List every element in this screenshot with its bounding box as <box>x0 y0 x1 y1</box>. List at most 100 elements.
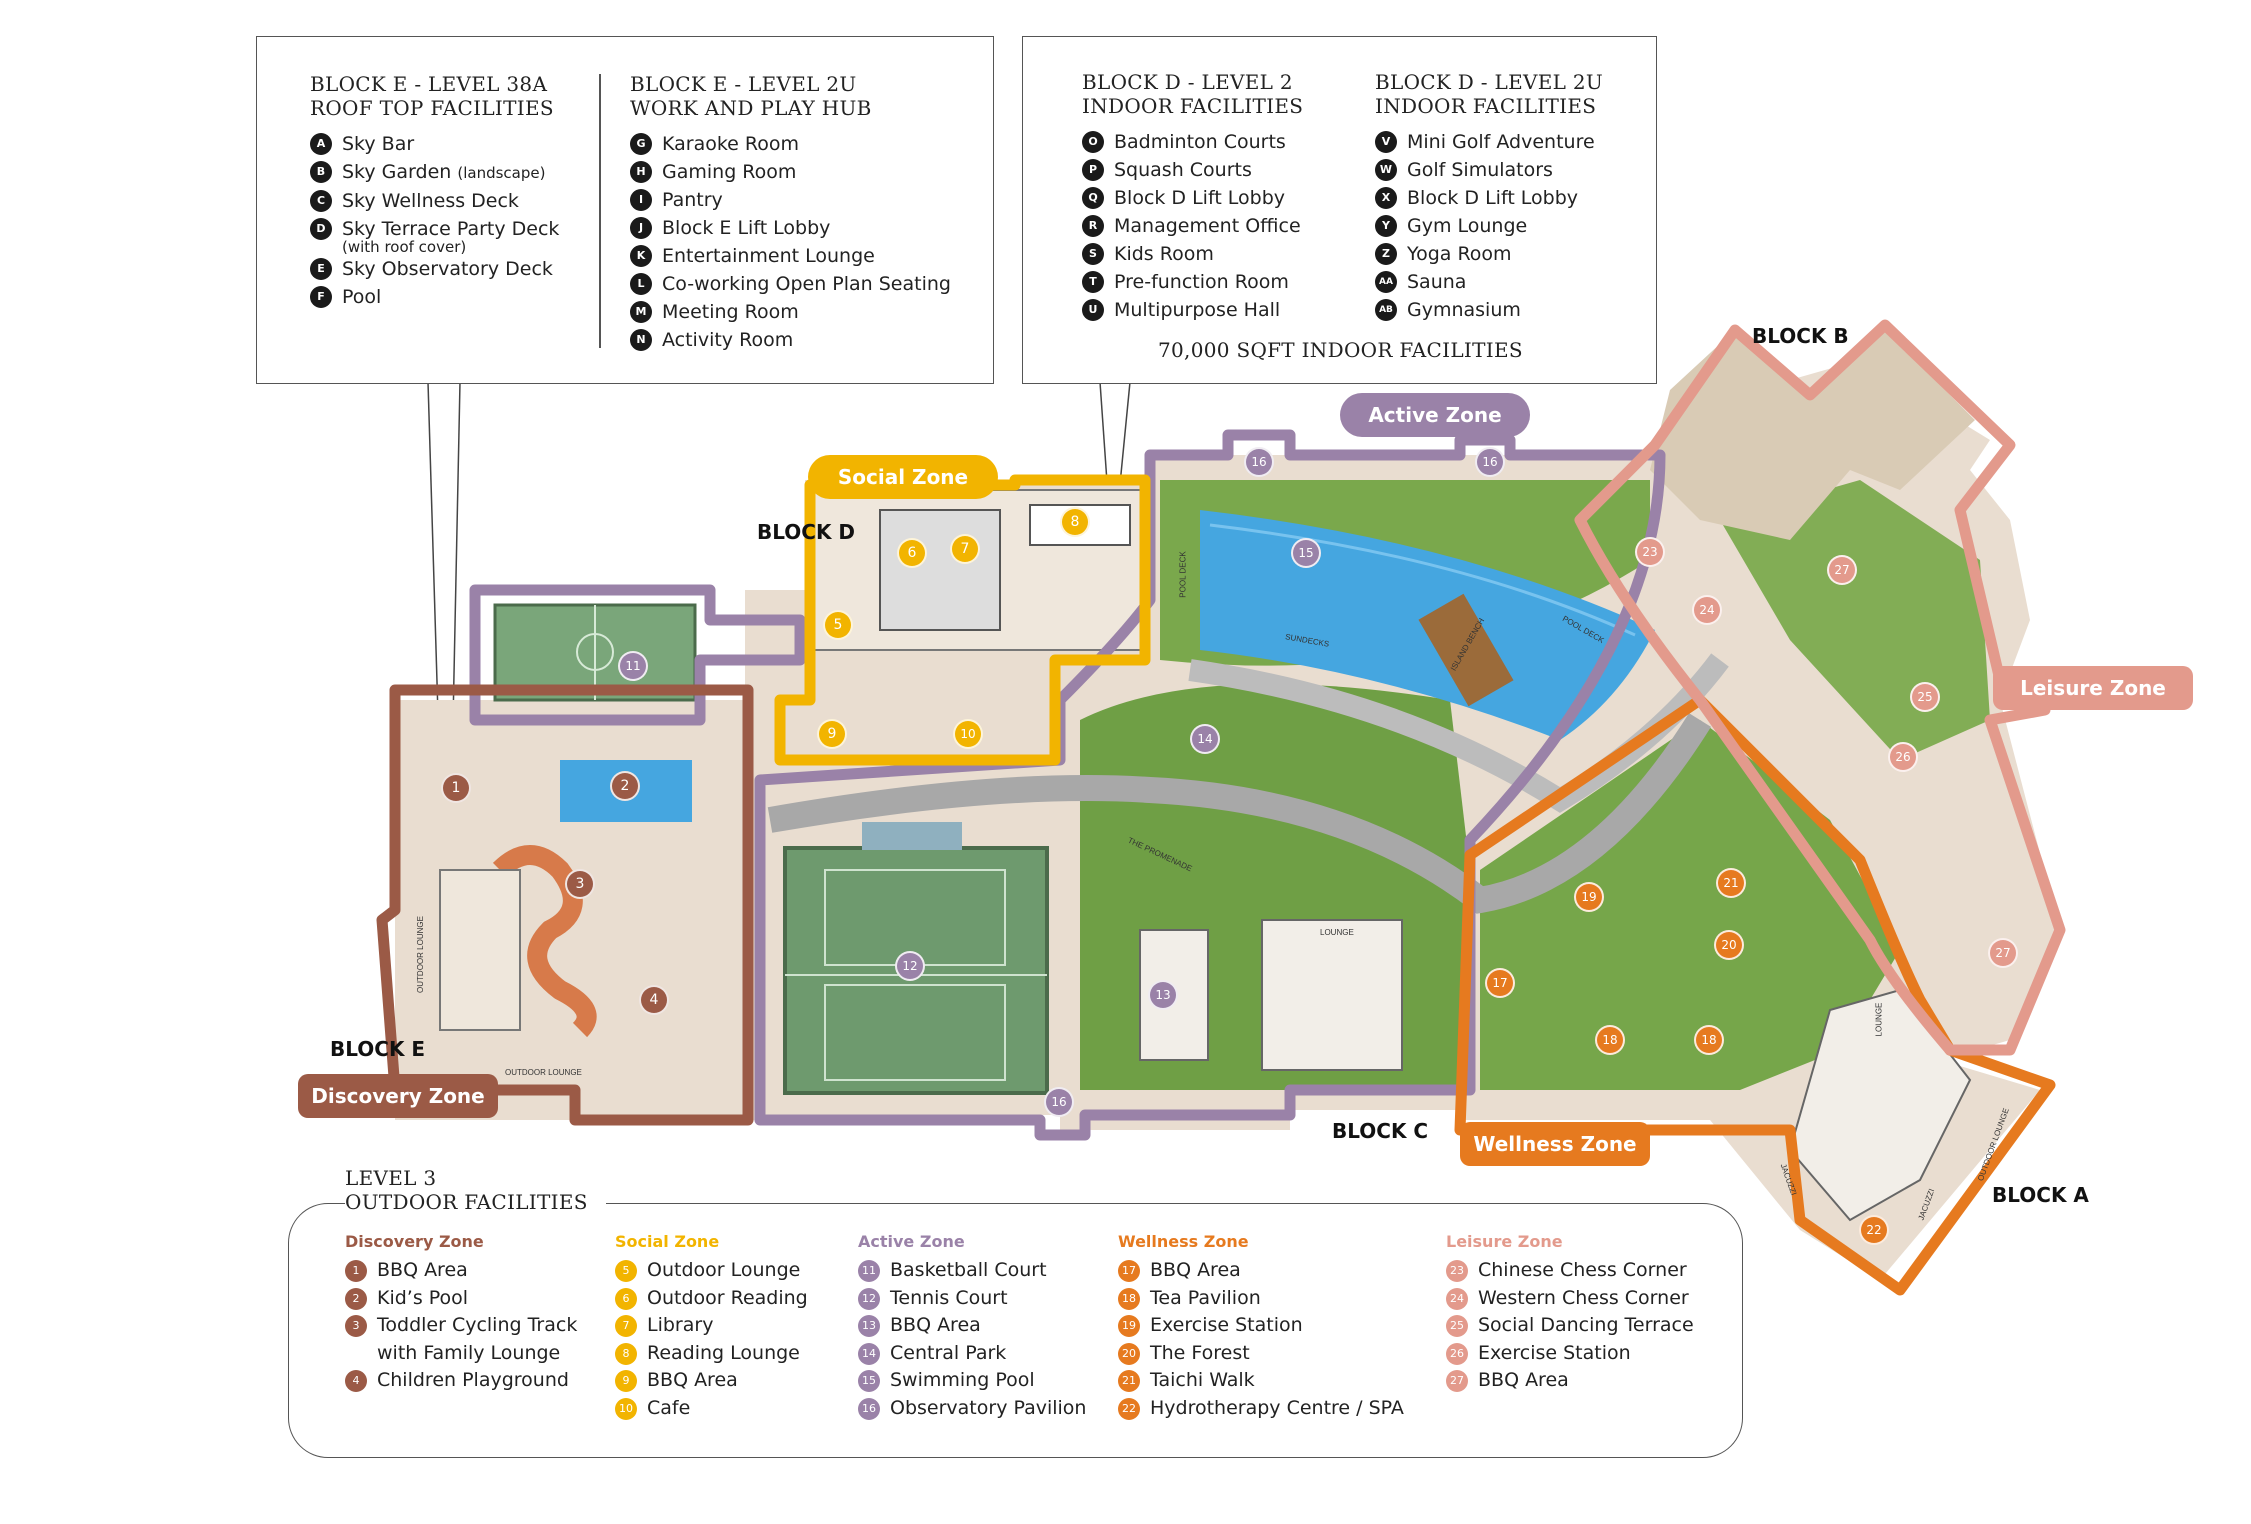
legend-number-badge: 21 <box>1118 1370 1140 1392</box>
facility-marker-18[interactable]: 18 <box>1694 1025 1724 1055</box>
facility-marker-5[interactable]: 5 <box>823 610 853 640</box>
legend-number-badge: 8 <box>615 1342 637 1365</box>
facility-marker-1[interactable]: 1 <box>441 773 471 803</box>
facility-letter-badge: B <box>310 161 332 183</box>
legend-number-badge: 2 <box>345 1287 367 1310</box>
block-label-b: BLOCK B <box>1752 324 1849 348</box>
facility-letter-badge: S <box>1082 243 1104 265</box>
facility-marker-13[interactable]: 13 <box>1148 980 1178 1010</box>
facility-marker-26[interactable]: 26 <box>1888 742 1918 772</box>
facility-marker-16[interactable]: 16 <box>1244 447 1274 477</box>
wellness-zone-outline <box>1454 694 2056 1296</box>
facility-label: Gym Lounge <box>1407 215 1528 237</box>
facility-label: Co-working Open Plan Seating <box>662 273 951 295</box>
facility-marker-3[interactable]: 3 <box>565 869 595 899</box>
legend-number-badge: 1 <box>345 1260 367 1282</box>
facility-marker-9[interactable]: 9 <box>817 719 847 749</box>
facility-marker-2[interactable]: 2 <box>610 771 640 801</box>
facility-label: Sky Wellness Deck <box>342 190 519 212</box>
facility-marker-14[interactable]: 14 <box>1190 724 1220 754</box>
facility-letter-badge: O <box>1082 131 1104 153</box>
legend-label: BBQ Area <box>1150 1259 1241 1281</box>
list-title: BLOCK D - LEVEL 2 INDOOR FACILITIES <box>1082 70 1304 118</box>
legend-number-badge: 19 <box>1118 1315 1140 1337</box>
legend-label: Central Park <box>890 1341 1007 1364</box>
block-e-building <box>439 869 521 1031</box>
map-label-lounge: LOUNGE <box>1320 928 1354 937</box>
facility-marker-25[interactable]: 25 <box>1910 682 1940 712</box>
facility-marker-23[interactable]: 23 <box>1635 537 1665 567</box>
facility-marker-18[interactable]: 18 <box>1595 1025 1625 1055</box>
legend-number-badge: 15 <box>858 1370 880 1392</box>
facility-marker-22[interactable]: 22 <box>1859 1215 1889 1245</box>
facility-marker-6[interactable]: 6 <box>897 538 927 568</box>
facility-marker-27[interactable]: 27 <box>1827 555 1857 585</box>
facility-label: Squash Courts <box>1114 159 1252 181</box>
facility-letter-badge: A <box>310 133 332 155</box>
facility-marker-11[interactable]: 11 <box>618 651 648 681</box>
legend-zone-heading: Social Zone <box>615 1232 720 1251</box>
legend-label: Swimming Pool <box>890 1369 1035 1391</box>
facility-letter-badge: U <box>1082 299 1104 321</box>
facility-marker-16[interactable]: 16 <box>1475 447 1505 477</box>
map-label-outdoor-lounge: OUTDOOR LOUNGE <box>505 1068 582 1077</box>
facility-letter-badge: V <box>1375 131 1397 153</box>
facility-letter-badge: C <box>310 190 332 212</box>
cycling-track <box>492 845 597 1038</box>
leisure-zone-tag: Leisure Zone <box>1993 666 2193 710</box>
facility-marker-21[interactable]: 21 <box>1716 868 1746 898</box>
legend-label: Cafe <box>647 1396 691 1419</box>
facility-marker-12[interactable]: 12 <box>895 951 925 981</box>
legend-number-badge: 27 <box>1446 1370 1468 1392</box>
legend-number-badge: 4 <box>345 1370 367 1392</box>
facility-marker-7[interactable]: 7 <box>950 534 980 564</box>
legend-label: Tea Pavilion <box>1150 1286 1261 1309</box>
map-label-lounge: LOUNGE <box>1874 1002 1884 1037</box>
legend-label: Basketball Court <box>890 1259 1047 1281</box>
facility-marker-19[interactable]: 19 <box>1574 882 1604 912</box>
facility-letter-badge: D <box>310 218 332 240</box>
facility-marker-8[interactable]: 8 <box>1060 507 1090 537</box>
facility-label: Mini Golf Adventure <box>1407 131 1595 153</box>
facility-marker-27[interactable]: 27 <box>1988 938 2018 968</box>
legend-number-badge: 17 <box>1118 1260 1140 1282</box>
facility-marker-4[interactable]: 4 <box>639 985 669 1015</box>
facility-marker-20[interactable]: 20 <box>1714 930 1744 960</box>
block-c-lounge <box>1261 919 1403 1071</box>
facility-marker-17[interactable]: 17 <box>1485 968 1515 998</box>
facility-marker-10[interactable]: 10 <box>953 719 983 749</box>
facility-marker-15[interactable]: 15 <box>1291 538 1321 568</box>
legend-label: BBQ Area <box>647 1369 738 1391</box>
block-e-level-38a-list: BLOCK E - LEVEL 38A ROOF TOP FACILITIES … <box>310 72 590 311</box>
facility-label: Block D Lift Lobby <box>1114 187 1286 209</box>
facility-marker-24[interactable]: 24 <box>1692 595 1722 625</box>
facility-label: Sky Bar <box>342 133 415 155</box>
block-d-facilities-box <box>1022 36 1657 384</box>
facility-marker-16[interactable]: 16 <box>1044 1087 1074 1117</box>
